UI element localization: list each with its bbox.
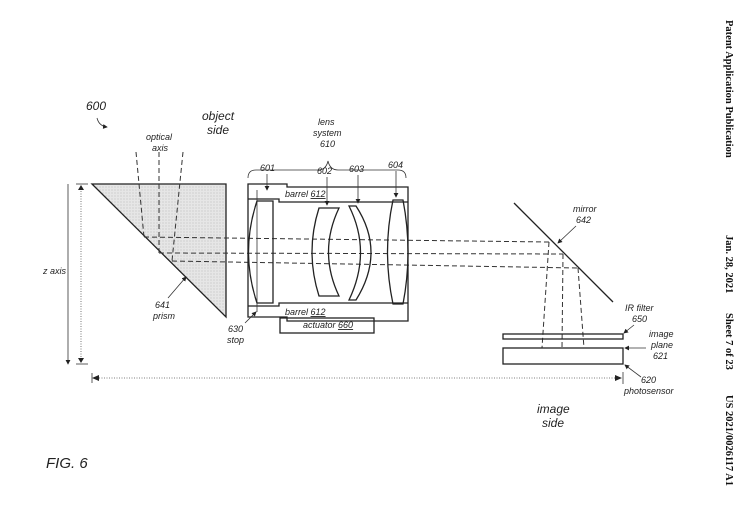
object-side-label-1: object	[202, 109, 235, 123]
patent-number: US 2021/0026117 A1	[723, 395, 734, 486]
lens-604-label: 604	[388, 160, 403, 170]
barrel-612	[247, 183, 409, 322]
ir-filter-ref: 650	[632, 314, 647, 324]
image-plane-label-1: image	[649, 329, 674, 339]
stop-leader	[244, 311, 257, 324]
photosensor-620	[502, 347, 624, 365]
lens-602	[311, 207, 341, 297]
photosensor-ref: 620	[641, 375, 656, 385]
barrel-top-label: barrel 612	[285, 189, 326, 199]
ref-600-label: 600	[86, 99, 106, 113]
image-side-label-2: side	[542, 416, 564, 430]
stop-label: stop	[227, 335, 244, 345]
figure-label: FIG. 6	[46, 455, 88, 472]
lens-system-label-2: system	[313, 128, 342, 138]
ir-filter-leader	[623, 324, 635, 334]
actuator-label: actuator 660	[303, 320, 353, 330]
patent-header: Patent Application Publication Jan. 28, …	[723, 20, 734, 486]
image-plane-label-2: plane	[650, 340, 673, 350]
ref-600-arrow	[96, 117, 108, 129]
lens-603-label: 603	[349, 164, 364, 174]
lens-603	[347, 205, 372, 301]
photosensor-label: photosensor	[623, 386, 675, 396]
ir-filter-650	[502, 333, 624, 340]
lens-system-label-1: lens	[318, 117, 335, 127]
optical-axis-label-2: axis	[152, 143, 169, 153]
barrel-bottom-label: barrel 612	[285, 307, 326, 317]
lens-601	[247, 200, 274, 304]
mirror-ref: 642	[576, 215, 591, 225]
ir-filter-label: IR filter	[625, 303, 655, 313]
publication-date: Jan. 28, 2021	[723, 235, 734, 293]
sheet-number: Sheet 7 of 23	[723, 313, 734, 370]
lens-601-label: 601	[260, 163, 275, 173]
mirror-label: mirror	[573, 204, 597, 214]
publication-title: Patent Application Publication	[723, 20, 734, 158]
image-plane-ref: 621	[653, 351, 668, 361]
photosensor-leader	[624, 364, 642, 378]
mirror-leader	[557, 225, 577, 244]
stop-ref: 630	[228, 324, 243, 334]
lens-system-ref: 610	[320, 139, 335, 149]
lens-602-label: 602	[317, 166, 332, 176]
z-axis-label: z axis	[42, 266, 67, 276]
lens-system-brace	[247, 160, 407, 179]
prism-label: prism	[152, 311, 176, 321]
optical-axis-label-1: optical	[146, 132, 173, 142]
actuator-660	[279, 317, 375, 334]
object-side-label-2: side	[207, 123, 229, 137]
mirror-642	[513, 202, 614, 303]
lens-604	[386, 199, 409, 305]
prism-leader	[167, 276, 187, 299]
prism-ref: 641	[155, 300, 170, 310]
image-side-label-1: image	[537, 402, 570, 416]
